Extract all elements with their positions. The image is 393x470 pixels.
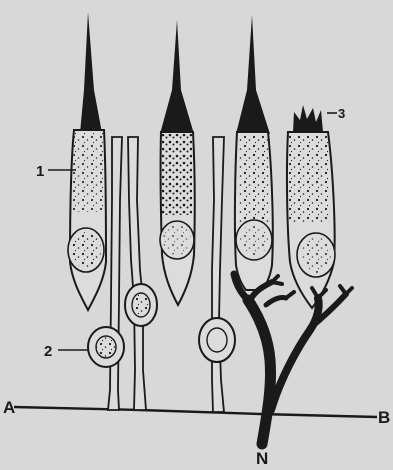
receptor-cell-1	[68, 12, 106, 310]
supporting-cell-middle	[128, 137, 146, 410]
supporting-cell-right	[212, 137, 224, 412]
label-2: 2	[44, 343, 52, 360]
label-n: N	[256, 449, 268, 468]
label-b: B	[378, 408, 390, 427]
receptor-cell-3	[287, 105, 335, 308]
label-3: 3	[338, 106, 345, 121]
label-a: A	[3, 398, 15, 417]
label-1: 1	[36, 163, 44, 180]
basal-cell-2-left	[88, 327, 124, 367]
basal-cell-right	[199, 318, 235, 362]
basal-cell-middle	[125, 284, 157, 326]
supporting-cell-left	[108, 137, 122, 410]
baseline-a-b	[14, 407, 377, 417]
receptor-cell-middle	[160, 20, 195, 305]
nerve-fiber	[234, 274, 352, 444]
receptor-cell-innervated	[235, 15, 273, 290]
